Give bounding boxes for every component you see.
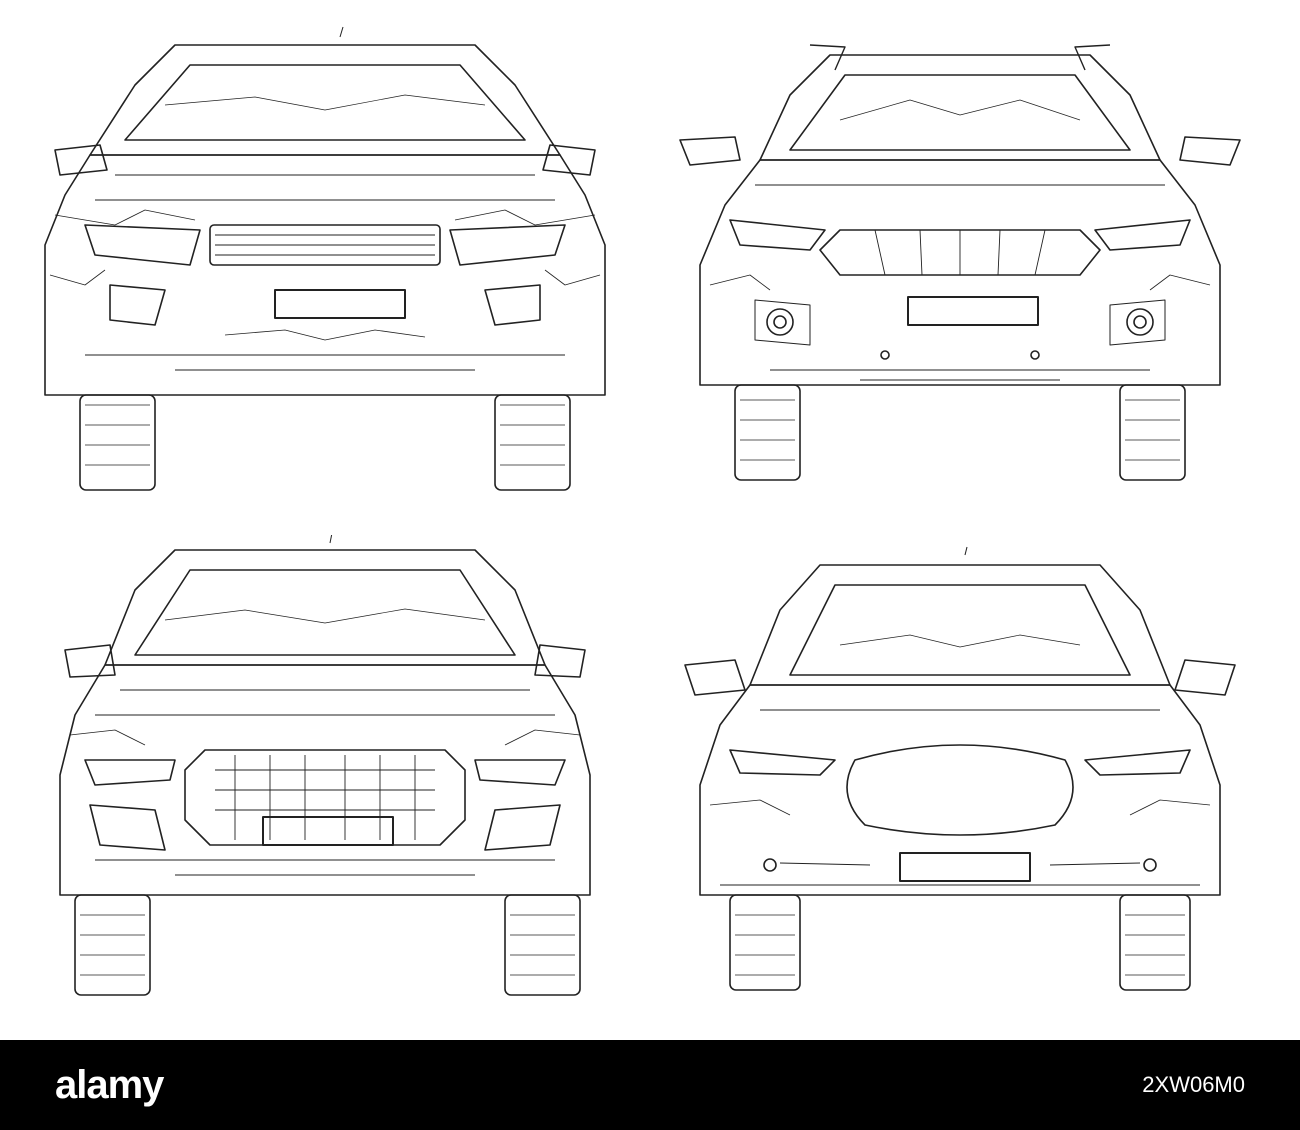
- car-front-view-4: [660, 535, 1260, 1015]
- watermark-bar: alamy 2XW06M0: [0, 1040, 1300, 1130]
- car-front-view-1: [25, 25, 625, 505]
- stock-logo: alamy: [55, 1063, 164, 1107]
- car-3-drawing: [59, 535, 591, 996]
- car-2-drawing: [679, 44, 1241, 481]
- car-front-view-3: [25, 535, 625, 1015]
- car-4-drawing: [684, 546, 1236, 991]
- image-id-label: 2XW06M0: [1142, 1072, 1245, 1097]
- car-1-drawing: [44, 26, 606, 491]
- car-front-view-2: [660, 25, 1260, 505]
- illustration-canvas: [25, 25, 1260, 1015]
